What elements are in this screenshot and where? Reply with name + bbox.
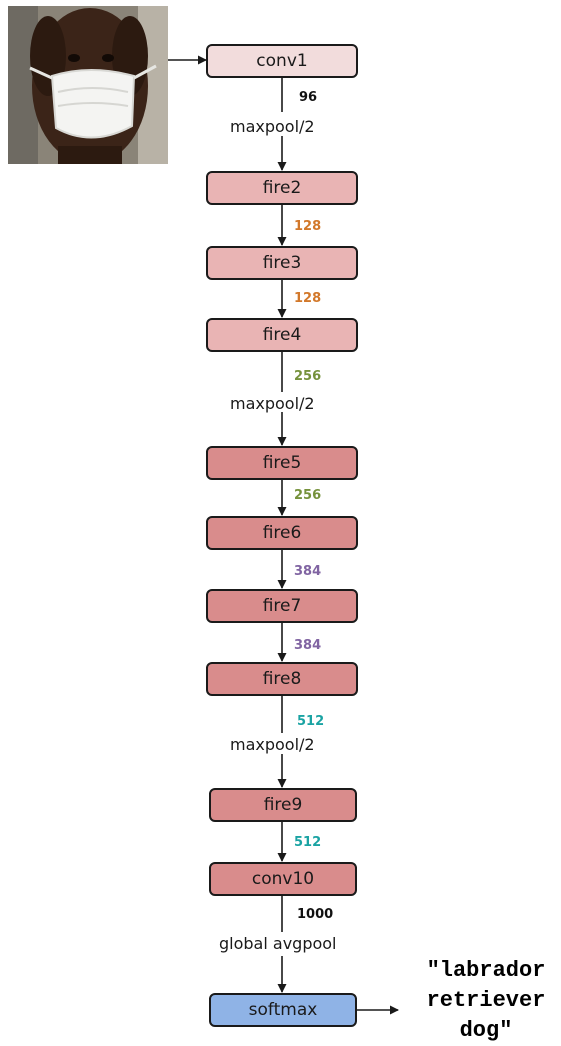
channel-count-3: 256 xyxy=(294,369,322,384)
block-conv1: conv1 xyxy=(206,44,358,78)
prediction-output: "labrador retriever dog" xyxy=(400,956,561,1046)
channel-count-8: 512 xyxy=(294,835,322,850)
pooling-label-2: maxpool/2 xyxy=(230,735,315,754)
channel-count-6: 384 xyxy=(294,638,322,653)
pooling-label-1: maxpool/2 xyxy=(230,394,315,413)
block-softmax: softmax xyxy=(209,993,357,1027)
block-fire8: fire8 xyxy=(206,662,358,696)
block-fire2: fire2 xyxy=(206,171,358,205)
channel-count-0: 96 xyxy=(299,90,318,105)
prediction-line-1: "labrador xyxy=(426,958,546,983)
input-dog-image xyxy=(8,6,168,164)
pooling-label-0: maxpool/2 xyxy=(230,117,315,136)
block-fire3: fire3 xyxy=(206,246,358,280)
channel-count-9: 1000 xyxy=(297,907,334,922)
block-fire9: fire9 xyxy=(209,788,357,822)
channel-count-1: 128 xyxy=(294,219,322,234)
channel-count-5: 384 xyxy=(294,564,322,579)
block-fire6: fire6 xyxy=(206,516,358,550)
pooling-label-3: global avgpool xyxy=(219,934,337,953)
channel-count-4: 256 xyxy=(294,488,322,503)
block-fire7: fire7 xyxy=(206,589,358,623)
block-fire5: fire5 xyxy=(206,446,358,480)
channel-count-2: 128 xyxy=(294,291,322,306)
block-conv10: conv10 xyxy=(209,862,357,896)
prediction-line-3: dog" xyxy=(459,1018,513,1043)
channel-count-7: 512 xyxy=(297,714,325,729)
block-fire4: fire4 xyxy=(206,318,358,352)
prediction-line-2: retriever xyxy=(426,988,546,1013)
dog-photo-illustration xyxy=(8,6,168,164)
